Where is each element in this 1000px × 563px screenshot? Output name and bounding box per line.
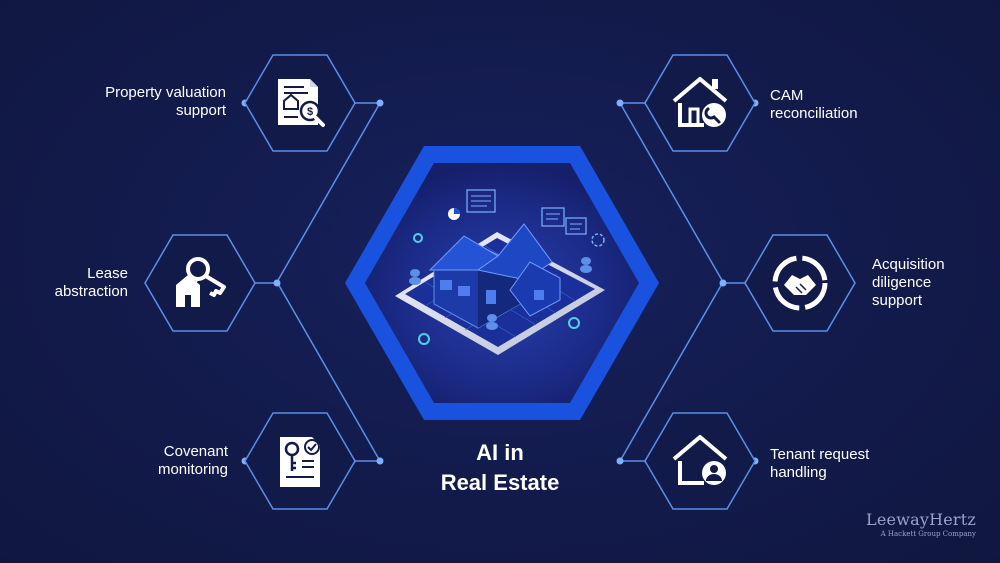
real-estate-illustration-icon <box>395 189 605 355</box>
brand-logo: LeewayHertz A Hackett Group Company <box>866 510 976 538</box>
svg-text:$: $ <box>307 106 313 118</box>
house-user-icon <box>672 435 728 485</box>
brand-subtitle: A Hackett Group Company <box>880 530 976 538</box>
house-key-icon <box>176 257 226 307</box>
property-valuation-document-icon: $ <box>278 79 325 127</box>
house-wrench-icon <box>672 77 728 127</box>
center-title: AI in Real Estate <box>440 440 560 495</box>
key-document-icon <box>280 437 320 487</box>
handshake-icon <box>772 255 828 311</box>
brand-name: LeewayHertz <box>866 510 976 529</box>
